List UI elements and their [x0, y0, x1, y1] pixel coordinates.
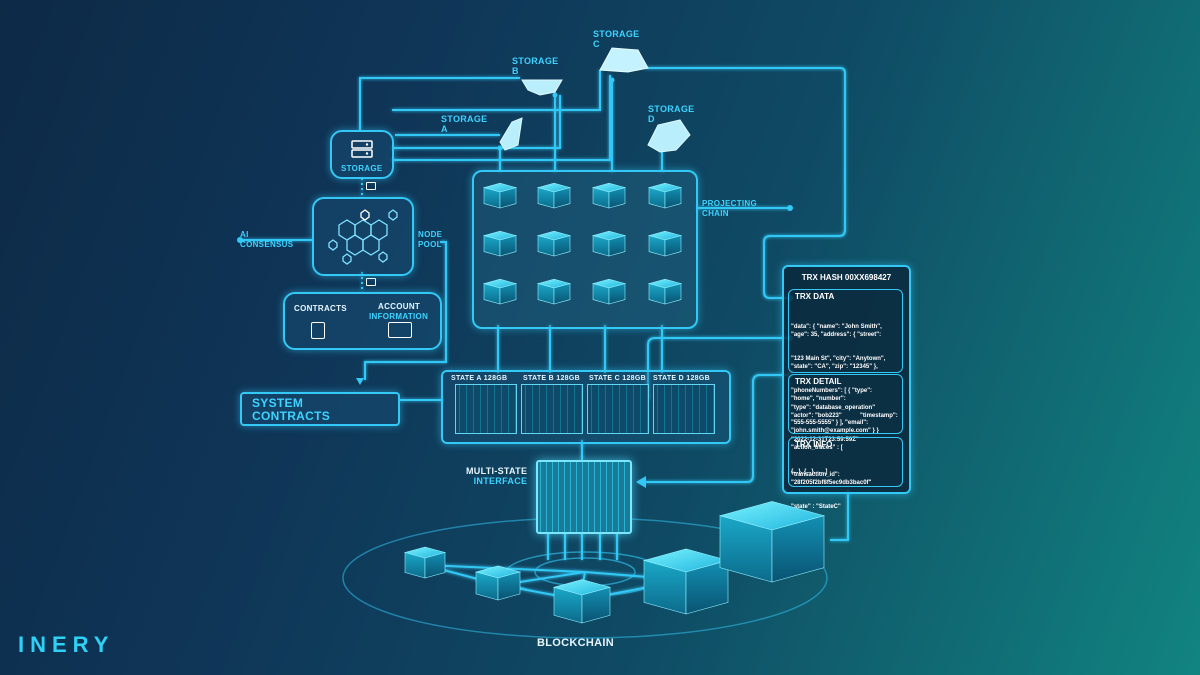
- grid-cube-icon: [536, 230, 572, 257]
- storage-d-crystal-icon: [647, 119, 691, 153]
- state-b-image: [521, 384, 583, 434]
- block-cube-icon: [552, 579, 612, 624]
- ai-consensus-box: [312, 197, 414, 276]
- state-d-label: STATE D 128GB: [653, 375, 710, 382]
- document-icon: [311, 322, 325, 339]
- contracts-box: CONTRACTS ACCOUNT INFORMATION: [283, 292, 442, 350]
- state-d-image: [653, 384, 715, 434]
- grid-cube-icon: [647, 230, 683, 257]
- grid-cube-icon: [647, 278, 683, 305]
- grid-cube-icon: [591, 230, 627, 257]
- grid-cube-icon: [482, 278, 518, 305]
- trx-data-section: TRX DATA "data": { "name": "John Smith",…: [788, 289, 903, 434]
- grid-cube-icon: [647, 182, 683, 209]
- trx-data-title: TRX DATA: [795, 292, 835, 301]
- blockchain-label: BLOCKCHAIN: [537, 637, 614, 649]
- trx-detail-section: TRX DETAIL "type": "database_operation""…: [788, 374, 903, 475]
- inery-logo: INERY: [18, 632, 115, 657]
- grid-cube-icon: [482, 230, 518, 257]
- lock-icon: [366, 278, 376, 286]
- states-box: STATE A 128GB STATE B 128GB STATE C 128G…: [441, 370, 731, 444]
- trx-info-title: TRX INFO: [795, 440, 833, 449]
- cube-grid: [482, 182, 683, 305]
- state-c-image: [587, 384, 649, 434]
- storage-box: STORAGE: [330, 130, 394, 179]
- grid-cube-icon: [536, 278, 572, 305]
- grid-cube-icon: [536, 182, 572, 209]
- block-cube-icon: [718, 501, 826, 583]
- hexagon-network-icon: [328, 209, 398, 265]
- trx-info-code: "transaction_id":"28f205f2bf8f5ec9db3bac…: [791, 472, 872, 510]
- multi-state-label: MULTI-STATE INTERFACE: [466, 466, 528, 486]
- trx-detail-title: TRX DETAIL: [795, 377, 842, 386]
- trx-detail-code: "type": "database_operation""actor": "bo…: [791, 405, 898, 475]
- trx-info-section: TRX INFO "transaction_id":"28f205f2bf8f5…: [788, 437, 903, 510]
- trx-data-code: "data": { "name": "John Smith","age": 35…: [791, 324, 886, 434]
- block-cube-icon: [474, 565, 522, 601]
- block-cube-icon: [403, 546, 447, 579]
- state-c-label: STATE C 128GB: [589, 375, 646, 382]
- storage-a-crystal-icon: [499, 117, 523, 151]
- trx-panel: TRX HASH 00XX698427 TRX DATA "data": { "…: [782, 265, 911, 510]
- contracts-label: CONTRACTS: [294, 304, 347, 313]
- account-label: ACCOUNT: [378, 302, 421, 311]
- id-card-icon: [388, 322, 412, 338]
- grid-cube-icon: [591, 182, 627, 209]
- server-icon: [351, 140, 373, 158]
- storage-box-label: STORAGE: [341, 164, 383, 173]
- state-b-label: STATE B 128GB: [523, 375, 580, 382]
- state-a-image: [455, 384, 517, 434]
- storage-c-crystal-icon: [599, 47, 649, 73]
- state-a-label: STATE A 128GB: [451, 375, 508, 382]
- block-cube-icon: [642, 548, 730, 615]
- multi-state-chip: [536, 460, 632, 534]
- lock-icon: [366, 182, 376, 190]
- information-label: INFORMATION: [369, 312, 429, 321]
- grid-cube-icon: [482, 182, 518, 209]
- storage-b-crystal-icon: [521, 79, 563, 96]
- grid-cube-icon: [591, 278, 627, 305]
- trx-hash: TRX HASH 00XX698427: [801, 273, 892, 282]
